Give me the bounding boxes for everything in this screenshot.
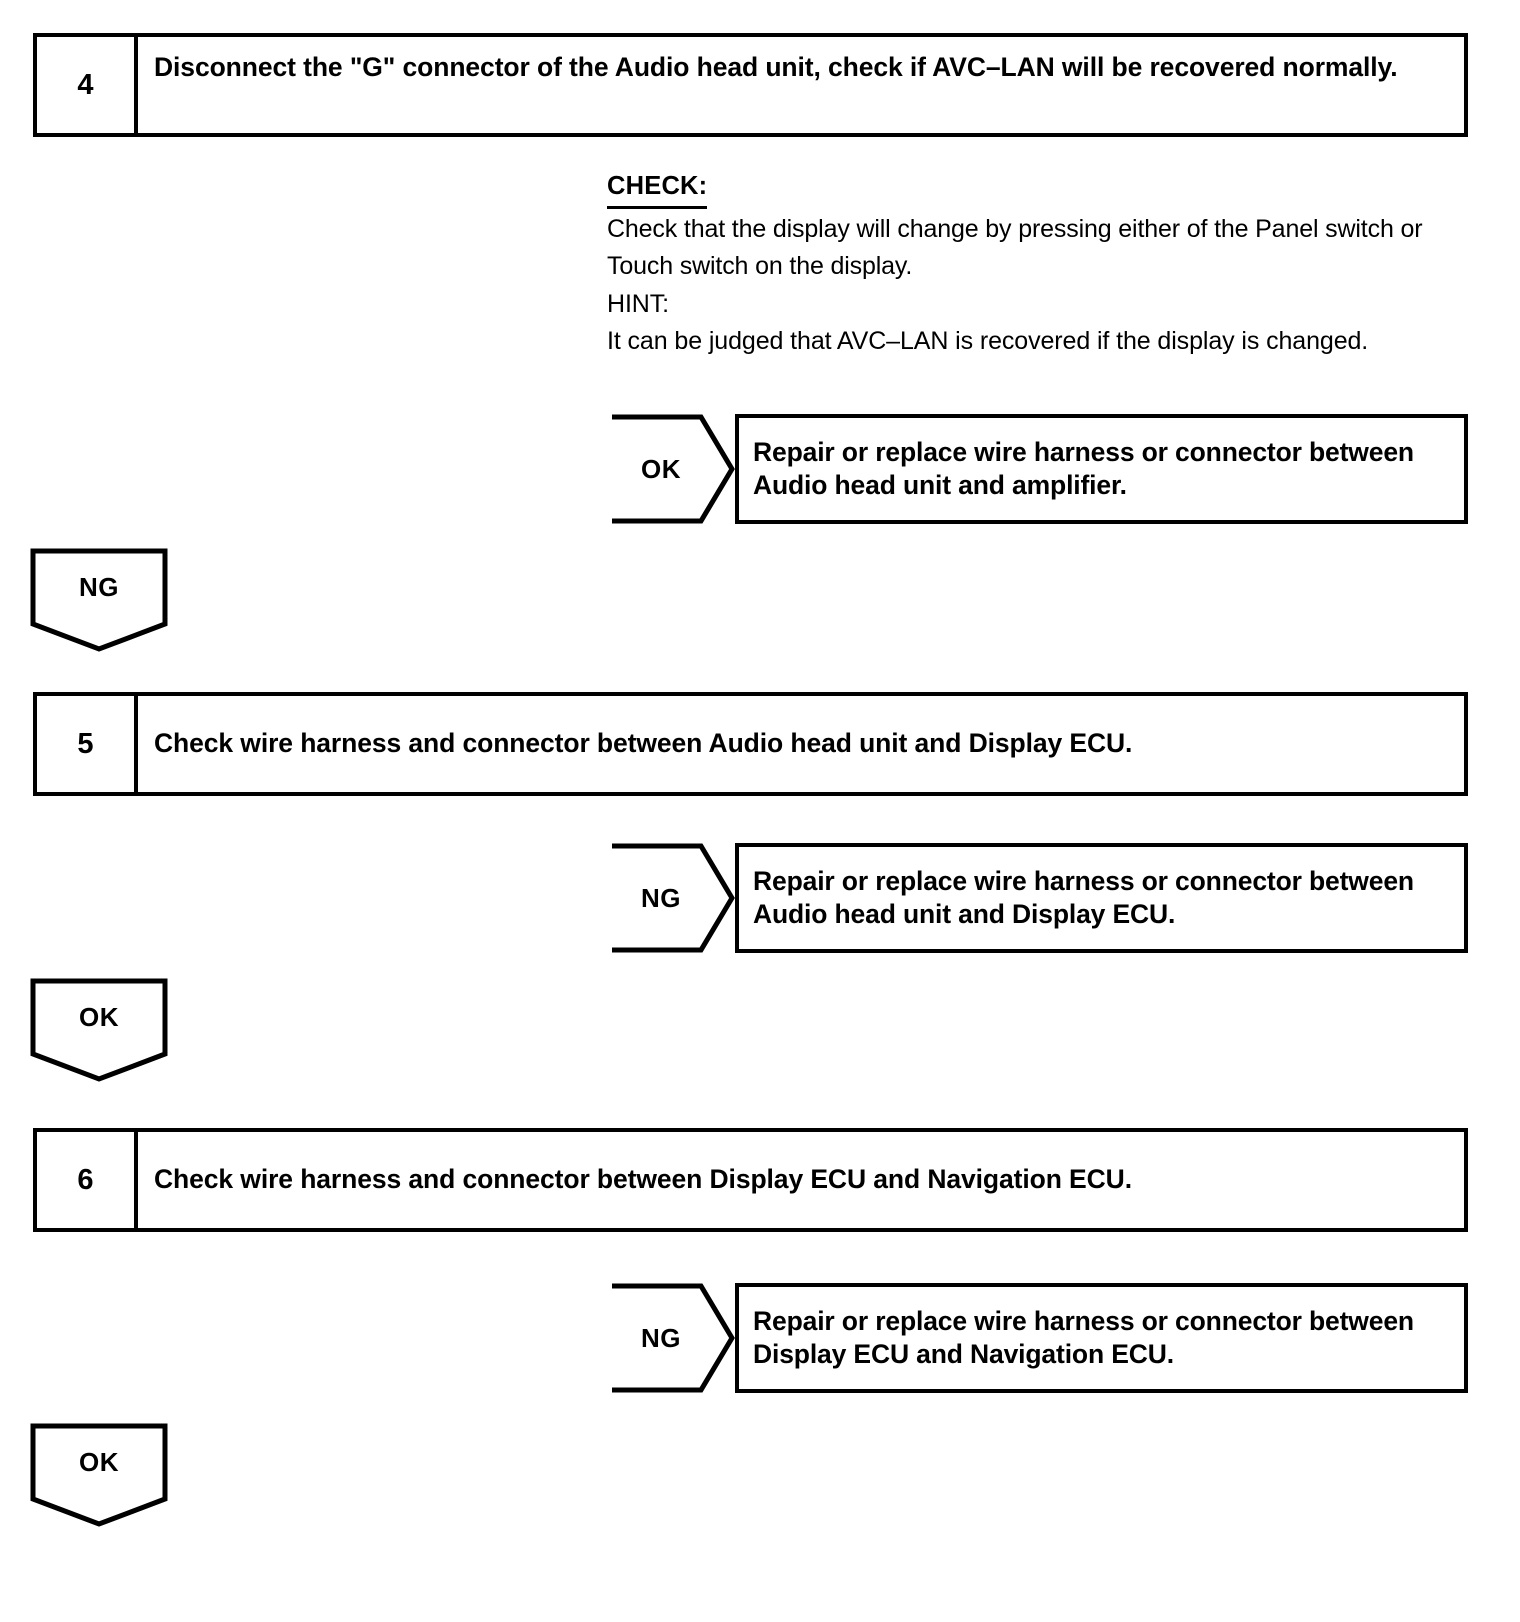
- flow-connector-ng-1: [30, 548, 168, 652]
- result-row-ng-navigation-ecu: NG Repair or replace wire harness or con…: [609, 1283, 1468, 1393]
- hint-label: HINT:: [607, 290, 670, 319]
- step-box-4: 4 Disconnect the "G" connector of the Au…: [33, 33, 1468, 137]
- flow-connector-ok-1: [30, 978, 168, 1082]
- hint-text: It can be judged that AVC–LAN is recover…: [607, 326, 1369, 355]
- result-row-ok-amplifier: OK Repair or replace wire harness or con…: [609, 414, 1468, 524]
- result-action-3: Repair or replace wire harness or connec…: [753, 1305, 1414, 1369]
- check-text: Check that the display will change by pr…: [607, 215, 1423, 280]
- step-number-5: 5: [37, 696, 138, 792]
- result-box-3: Repair or replace wire harness or connec…: [735, 1283, 1468, 1393]
- result-row-ng-display-ecu: NG Repair or replace wire harness or con…: [609, 843, 1468, 953]
- result-action-1: Repair or replace wire harness or connec…: [753, 436, 1414, 500]
- step-instruction-4: Disconnect the "G" connector of the Audi…: [154, 52, 1398, 82]
- judgement-label-ng-2: NG: [641, 882, 681, 913]
- flow-connector-ok-2: [30, 1423, 168, 1527]
- step-number-4: 4: [37, 37, 138, 133]
- judgement-label-ok-1: OK: [641, 453, 681, 484]
- step-number-6: 6: [37, 1132, 138, 1228]
- flow-connector-ng-1-label: NG: [79, 571, 119, 602]
- check-label: CHECK:: [607, 168, 708, 210]
- step-box-6: 6 Check wire harness and connector betwe…: [33, 1128, 1468, 1232]
- chevron-right-icon: [609, 1283, 735, 1393]
- result-box-2: Repair or replace wire harness or connec…: [735, 843, 1468, 953]
- flow-connector-ok-2-label: OK: [79, 1446, 119, 1477]
- step-instruction-5: Check wire harness and connector between…: [154, 728, 1133, 759]
- chevron-right-icon: [609, 843, 735, 953]
- flow-connector-ok-1-label: OK: [79, 1001, 119, 1032]
- judgement-label-ng-3: NG: [641, 1322, 681, 1353]
- step-instruction-6: Check wire harness and connector between…: [154, 1164, 1132, 1195]
- result-box-1: Repair or replace wire harness or connec…: [735, 414, 1468, 524]
- result-action-2: Repair or replace wire harness or connec…: [753, 865, 1414, 929]
- check-hint-block: CHECK: Check that the display will chang…: [607, 168, 1437, 359]
- step-box-5: 5 Check wire harness and connector betwe…: [33, 692, 1468, 796]
- chevron-right-icon: [609, 414, 735, 524]
